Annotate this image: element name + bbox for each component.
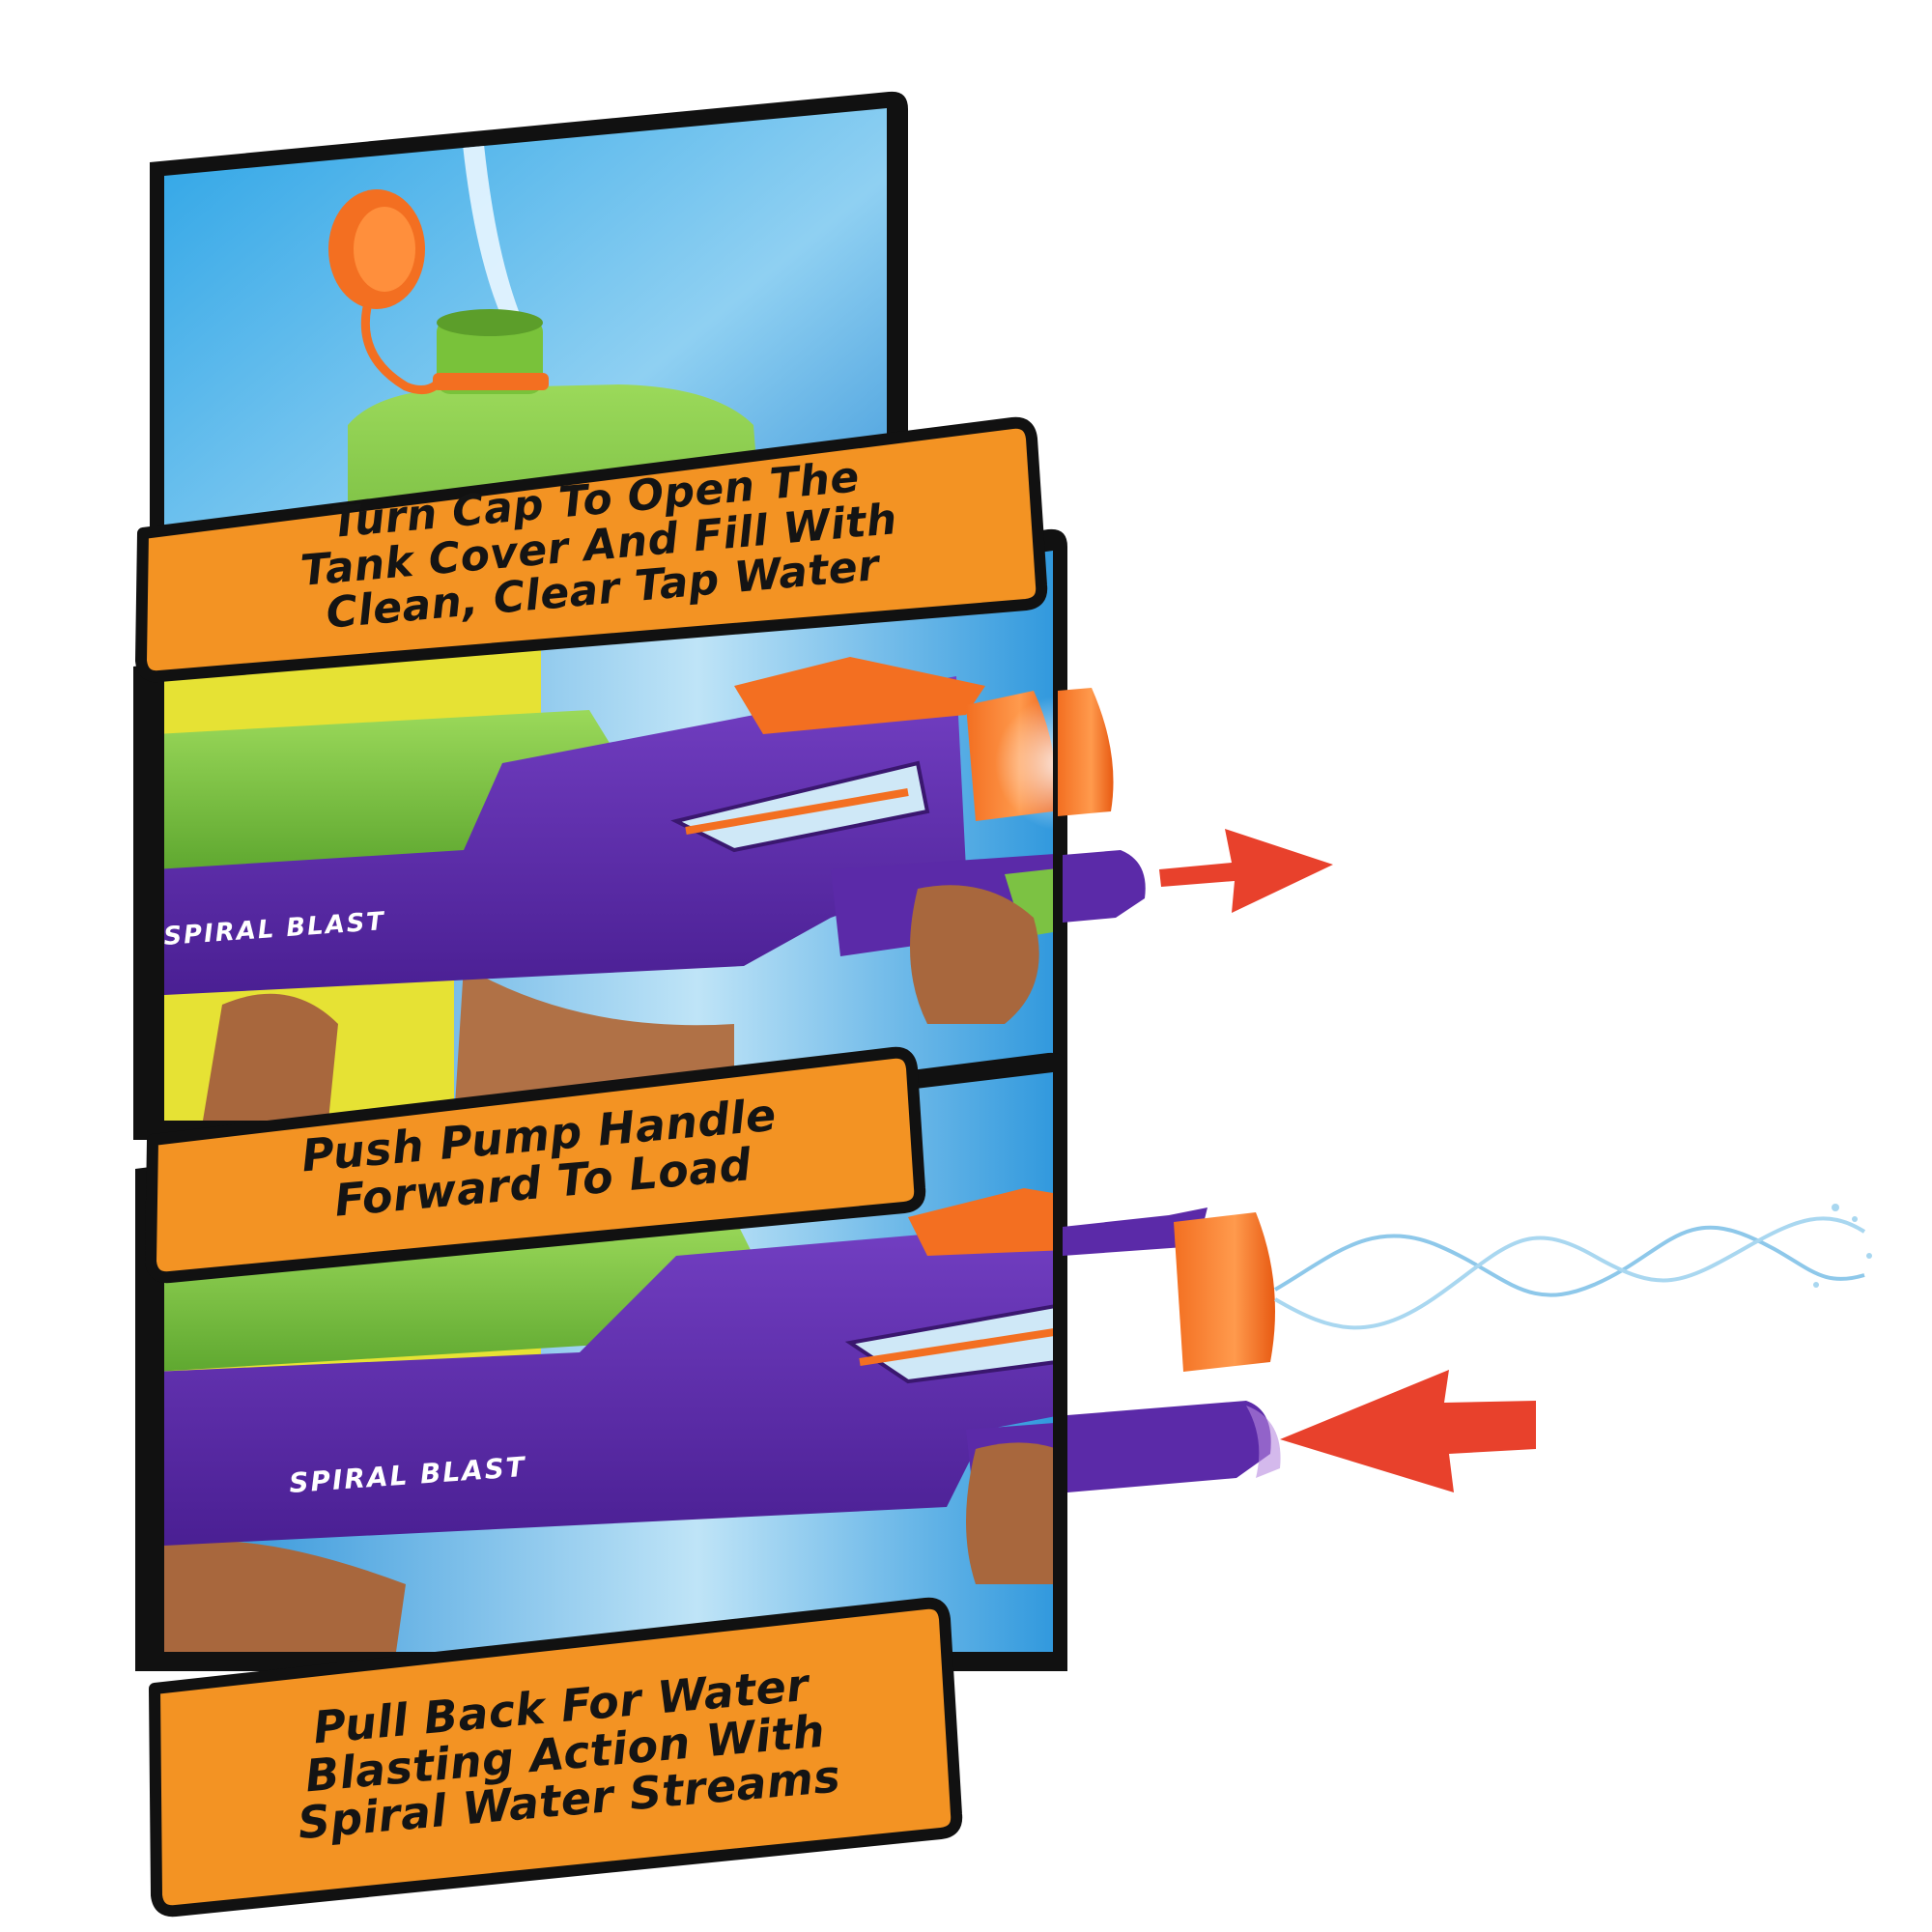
step-2-blaster-front <box>1058 688 1146 923</box>
step-2-caption-box <box>145 1046 926 1284</box>
spiral-water-stream <box>1273 1204 1872 1330</box>
arrow-left-icon <box>1280 1370 1536 1492</box>
step-1-caption-box <box>135 416 1048 683</box>
step-3-caption-box <box>149 1597 963 1918</box>
arrow-right-icon <box>1159 829 1333 913</box>
step-3-blaster-front <box>1063 1208 1281 1492</box>
